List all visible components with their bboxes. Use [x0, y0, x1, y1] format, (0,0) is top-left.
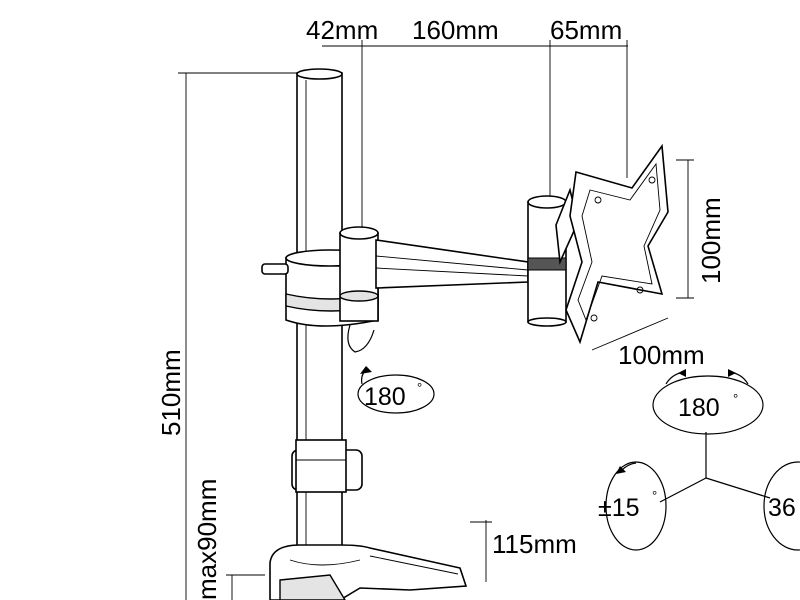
- dimension-160mm: 160mm: [412, 15, 499, 45]
- dimension-115mm: 115mm: [492, 529, 577, 559]
- arm-rotation-indicator: 180 °: [357, 366, 435, 414]
- cable-clip: [291, 439, 363, 493]
- rotation-diagram-lines: [659, 432, 771, 503]
- tilt-rotation-indicator: ±15 °: [598, 461, 667, 551]
- dimension-42mm: 42mm: [306, 15, 378, 45]
- arm-rotation-unit: °: [417, 380, 422, 395]
- swivel-rotation-value: 180: [678, 394, 720, 422]
- tilt-rotation-value: ±15: [598, 494, 640, 522]
- tilt-rotation-unit: °: [652, 488, 657, 503]
- swivel-rotation-indicator: 180 °: [652, 369, 764, 435]
- desk-clamp-base: [269, 544, 468, 600]
- vesa-plate: [555, 143, 669, 345]
- dimension-plate-height: 100mm: [696, 197, 726, 284]
- arm: [339, 195, 567, 327]
- arm-rotation-value: 180: [364, 383, 406, 411]
- rotate-rotation-indicator: 36: [763, 461, 800, 551]
- dimension-plate-width: 100mm: [618, 340, 705, 370]
- dimension-510mm: 510mm: [156, 349, 186, 436]
- swivel-rotation-unit: °: [733, 391, 738, 406]
- rotate-rotation-value: 36: [768, 494, 796, 522]
- dimension-65mm: 65mm: [550, 15, 622, 45]
- dimension-lines: [178, 40, 694, 600]
- dimension-max90mm: max90mm: [192, 479, 222, 600]
